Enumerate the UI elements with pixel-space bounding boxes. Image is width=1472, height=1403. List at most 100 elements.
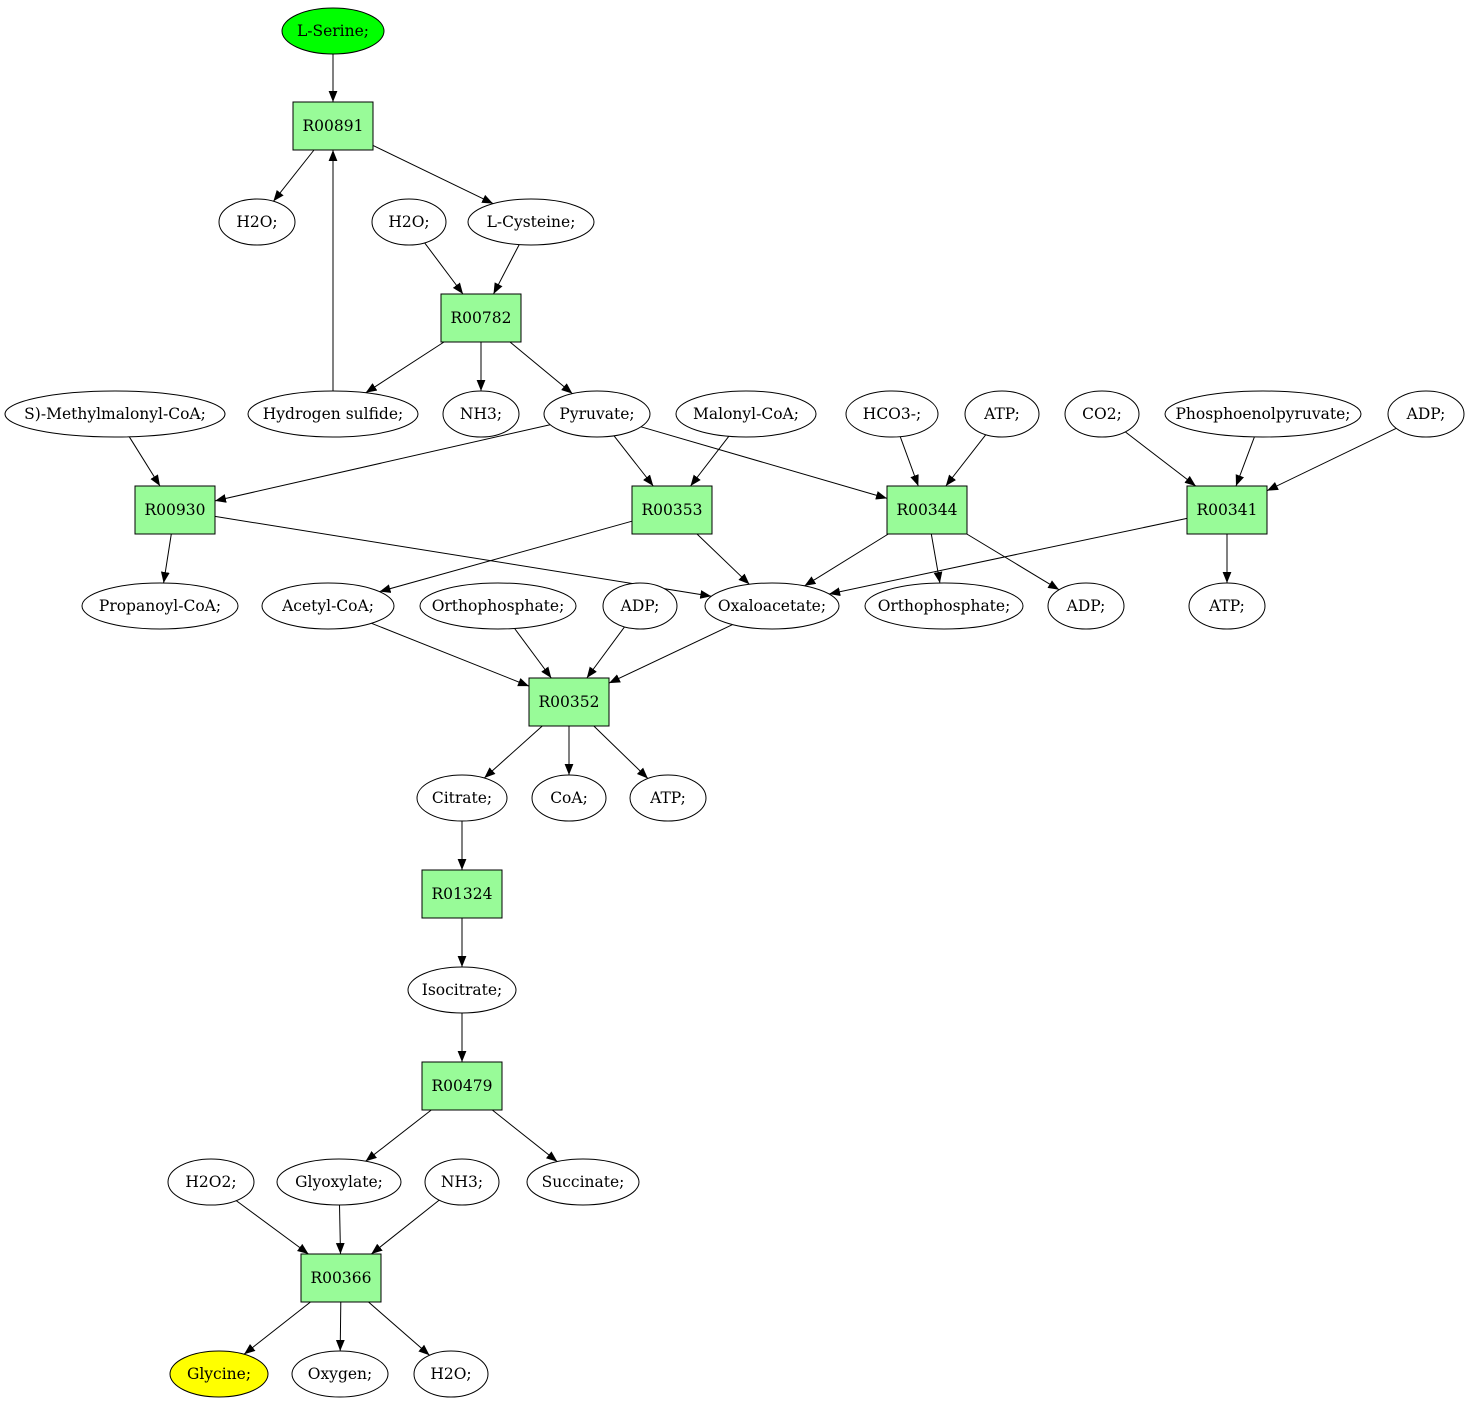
compound-node-atp-c[interactable]: ATP; [629,774,707,822]
compound-node-adp-b[interactable]: ADP; [602,582,678,630]
compound-node-oxygen[interactable]: Oxygen; [291,1350,389,1398]
node-label: ATP; [649,789,686,807]
compound-node-pyruvate[interactable]: Pyruvate; [543,390,651,438]
compound-node-hco3[interactable]: HCO3-; [845,390,939,438]
reaction-node-r00782[interactable]: R00782 [440,293,522,343]
node-label: H2O; [388,213,429,231]
compound-node-hydrogen-sulfide[interactable]: Hydrogen sulfide; [247,390,419,438]
compound-node-l-cysteine[interactable]: L-Cysteine; [467,198,595,246]
edge-nh3_b-to-r00366 [370,1199,440,1255]
compound-node-acetyl-coa[interactable]: Acetyl-CoA; [261,582,395,630]
node-label: Isocitrate; [422,981,503,999]
edge-r00366-to-oxy [335,1301,345,1352]
reaction-node-r00353[interactable]: R00353 [631,485,713,535]
compound-node-succinate[interactable]: Succinate; [526,1158,640,1206]
compound-ellipse [169,1350,269,1398]
node-label: H2O; [236,213,277,231]
compound-node-citrate[interactable]: Citrate; [416,774,508,822]
node-label: R00930 [145,501,206,519]
compound-node-oxaloacetate[interactable]: Oxaloacetate; [704,582,840,630]
compound-node-co2[interactable]: CO2; [1064,390,1140,438]
compound-node-adp-c[interactable]: ADP; [1047,582,1125,630]
compound-node-orthophosphate-a[interactable]: Orthophosphate; [419,582,577,630]
compound-ellipse [531,774,607,822]
edge-line [514,628,552,679]
compound-node-adp-a[interactable]: ADP; [1387,390,1465,438]
compound-ellipse [4,390,226,438]
compound-ellipse [543,390,651,438]
node-label: R00341 [1197,501,1258,519]
reaction-node-r00479[interactable]: R00479 [421,1061,503,1111]
compound-node-glyoxylate[interactable]: Glyoxylate; [276,1158,402,1206]
compound-node-glycine[interactable]: Glycine; [169,1350,269,1398]
edge-r00352-to-atp_c [593,725,649,779]
compound-node-h2o-a[interactable]: H2O; [218,198,296,246]
compound-ellipse [261,582,395,630]
compound-node-atp-a[interactable]: ATP; [964,390,1040,438]
edge-smmcoa-to-r00930 [128,436,161,487]
compound-ellipse [1047,582,1125,630]
node-label: R00366 [311,1269,372,1287]
reaction-node-r00891[interactable]: R00891 [292,101,374,151]
compound-node-isocitrate[interactable]: Isocitrate; [407,966,517,1014]
compound-node-h2o-c[interactable]: H2O; [413,1350,489,1398]
node-label: Succinate; [542,1173,625,1191]
compound-ellipse [413,1350,489,1398]
node-label: L-Cysteine; [487,213,576,231]
reaction-box [440,293,522,343]
compound-node-phosphoenolpyruvate[interactable]: Phosphoenolpyruvate; [1164,390,1362,438]
node-label: R00352 [539,693,600,711]
reaction-box [886,485,968,535]
edge-line [371,622,530,687]
compound-ellipse [424,1158,500,1206]
compound-ellipse [419,582,577,630]
node-label: H2O2; [185,1173,236,1191]
edge-r00366-to-gly [243,1301,311,1355]
compound-ellipse [442,390,520,438]
compound-ellipse [467,198,595,246]
compound-node-atp-b[interactable]: ATP; [1188,582,1266,630]
compound-node-s-methylmalonyl-coa[interactable]: S)-Methylmalonyl-CoA; [4,390,226,438]
edge-adp_b-to-r00352 [586,626,625,679]
compound-node-l-serine[interactable]: L-Serine; [281,7,385,55]
reaction-node-r00366[interactable]: R00366 [300,1253,382,1303]
compound-node-coa[interactable]: CoA; [531,774,607,822]
edge-line [335,1301,345,1352]
compound-node-nh3-a[interactable]: NH3; [442,390,520,438]
edge-line [586,626,625,679]
node-label: NH3; [441,1173,483,1191]
compound-node-h2o-b[interactable]: H2O; [371,198,447,246]
node-label: NH3; [460,405,502,423]
reaction-node-r00930[interactable]: R00930 [134,485,216,535]
compound-ellipse [1064,390,1140,438]
edge-r00353-to-acecoa [379,520,633,593]
edge-r00891-to-h2o_a [273,149,315,202]
node-label: Propanoyl-CoA; [99,597,221,615]
edge-r00341-to-oaa [828,517,1188,597]
compound-ellipse [247,390,419,438]
reaction-box [421,1061,503,1111]
reaction-node-r00341[interactable]: R00341 [1186,485,1268,535]
compound-node-propanoyl-coa[interactable]: Propanoyl-CoA; [81,582,239,630]
compound-ellipse [964,390,1040,438]
edge-r00782-to-h2s [365,341,445,394]
compound-node-nh3-b[interactable]: NH3; [424,1158,500,1206]
reaction-node-r00344[interactable]: R00344 [886,485,968,535]
node-label: ADP; [1066,597,1106,615]
edge-line [899,436,919,487]
compound-node-h2o2[interactable]: H2O2; [167,1158,255,1206]
node-label: R01324 [432,885,493,903]
edge-line [1124,431,1197,487]
edge-pyr-to-r00353 [613,435,654,487]
reaction-node-r01324[interactable]: R01324 [421,869,503,919]
reaction-node-r00352[interactable]: R00352 [528,677,610,727]
edge-line [160,533,172,584]
edge-oaa-to-r00352 [608,624,733,684]
edge-line [966,533,1060,591]
compound-ellipse [218,198,296,246]
compound-node-malonyl-coa[interactable]: Malonyl-CoA; [675,390,817,438]
edge-line [243,1301,311,1355]
compound-ellipse [1188,582,1266,630]
compound-node-orthophosphate-b[interactable]: Orthophosphate; [864,582,1024,630]
